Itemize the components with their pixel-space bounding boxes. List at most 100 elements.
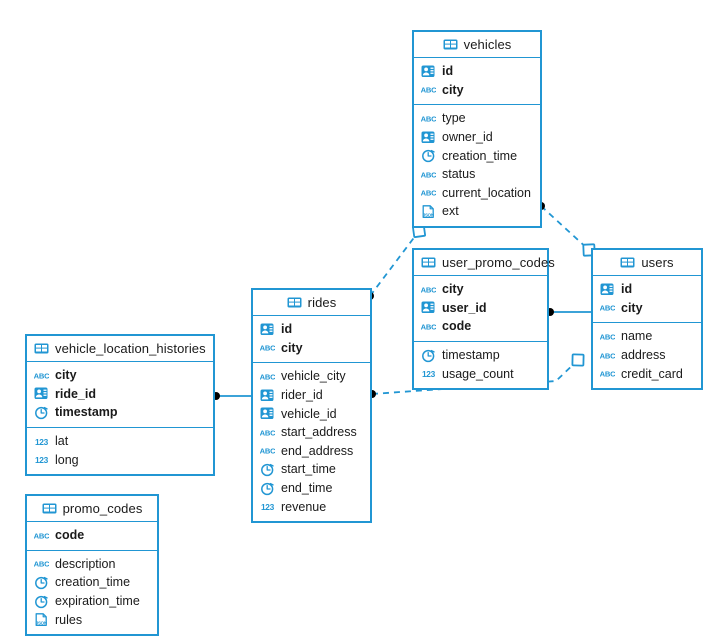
table-header[interactable]: promo_codes — [27, 496, 157, 522]
field-row[interactable]: user_id — [414, 299, 547, 318]
field-row[interactable]: ABC end_address — [253, 442, 370, 461]
field-row[interactable]: timestamp — [27, 403, 213, 422]
svg-text:ABC: ABC — [421, 170, 436, 179]
abc-text-icon: ABC — [600, 366, 615, 381]
field-label: end_address — [281, 443, 354, 458]
id-card-icon — [260, 322, 275, 337]
field-row[interactable]: ride_id — [27, 385, 213, 404]
field-row[interactable]: end_time — [253, 479, 370, 498]
field-row[interactable]: expiration_time — [27, 592, 157, 611]
id-card-icon — [421, 130, 436, 145]
table-grid-icon — [620, 256, 635, 269]
field-label: owner_id — [442, 130, 493, 145]
relationship-user-promo-codes-to-users[interactable] — [546, 308, 591, 316]
field-label: start_time — [281, 462, 336, 477]
field-row[interactable]: id — [253, 320, 370, 339]
abc-text-icon: ABC — [421, 167, 436, 182]
table-header[interactable]: rides — [253, 290, 370, 316]
svg-text:ABC: ABC — [600, 369, 615, 378]
field-row[interactable]: creation_time — [27, 573, 157, 592]
field-label: name — [621, 329, 653, 344]
fields-section: timestamp 123 usage_count — [414, 342, 547, 388]
field-row[interactable]: ABC type — [414, 109, 540, 128]
clock-icon — [260, 481, 275, 496]
abc-text-icon: ABC — [260, 443, 275, 458]
svg-text:ABC: ABC — [600, 351, 615, 360]
field-label: city — [442, 282, 464, 297]
svg-text:ABC: ABC — [421, 189, 436, 198]
svg-text:123: 123 — [35, 437, 49, 447]
field-row[interactable]: ABC status — [414, 165, 540, 184]
id-card-icon — [260, 388, 275, 403]
field-label: status — [442, 167, 476, 182]
table-header[interactable]: vehicles — [414, 32, 540, 58]
table-title: vehicle_location_histories — [55, 341, 206, 356]
id-card-icon — [34, 386, 49, 401]
field-label: timestamp — [442, 348, 500, 363]
table-header[interactable]: user_promo_codes — [414, 250, 555, 276]
field-row[interactable]: ABC description — [27, 555, 157, 574]
field-row[interactable]: 123 usage_count — [414, 364, 547, 383]
table-grid-icon — [443, 38, 458, 51]
field-label: usage_count — [442, 366, 514, 381]
field-row[interactable]: vehicle_id — [253, 404, 370, 423]
field-row[interactable]: timestamp — [414, 346, 547, 365]
field-label: description — [55, 556, 116, 571]
svg-text:123: 123 — [261, 502, 275, 512]
table-header[interactable]: users — [593, 250, 701, 276]
svg-text:ABC: ABC — [421, 114, 436, 123]
relationship-vehicle-location-histories-to-rides[interactable] — [212, 392, 251, 400]
field-row[interactable]: id — [414, 62, 540, 81]
field-label: timestamp — [55, 405, 118, 420]
field-row[interactable]: creation_time — [414, 146, 540, 165]
abc-text-icon: ABC — [421, 319, 436, 334]
field-label: id — [281, 322, 293, 337]
id-card-icon — [421, 300, 436, 315]
svg-text:123: 123 — [422, 369, 436, 379]
abc-text-icon: ABC — [34, 556, 49, 571]
field-row[interactable]: rider_id — [253, 386, 370, 405]
field-label: type — [442, 111, 466, 126]
field-row[interactable]: owner_id — [414, 128, 540, 147]
table-header[interactable]: vehicle_location_histories — [27, 336, 213, 362]
abc-text-icon: ABC — [34, 368, 49, 383]
table-title: user_promo_codes — [442, 255, 555, 270]
abc-text-icon: ABC — [600, 300, 615, 315]
abc-text-icon: ABC — [600, 348, 615, 363]
field-row[interactable]: start_time — [253, 460, 370, 479]
field-label: city — [281, 340, 303, 355]
abc-text-icon: ABC — [260, 369, 275, 384]
field-row[interactable]: id — [593, 280, 701, 299]
field-label: id — [621, 282, 633, 297]
table-title: rides — [307, 295, 337, 310]
